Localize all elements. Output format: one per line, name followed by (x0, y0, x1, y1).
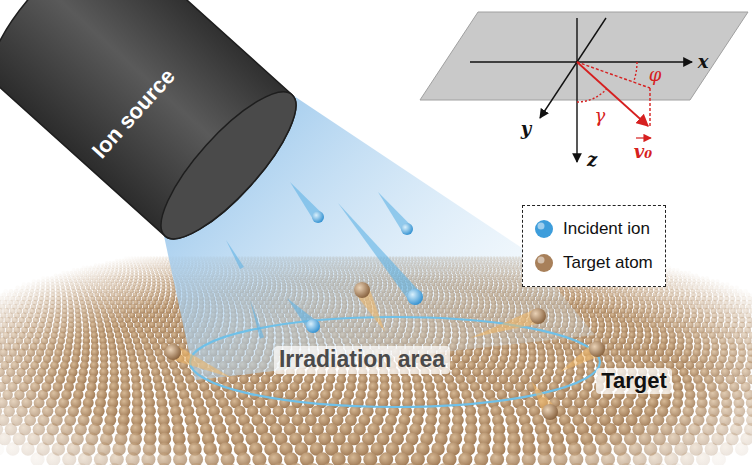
stage: Ion sourceIrradiation areaTargetxyzφγv₀I… (0, 0, 752, 465)
